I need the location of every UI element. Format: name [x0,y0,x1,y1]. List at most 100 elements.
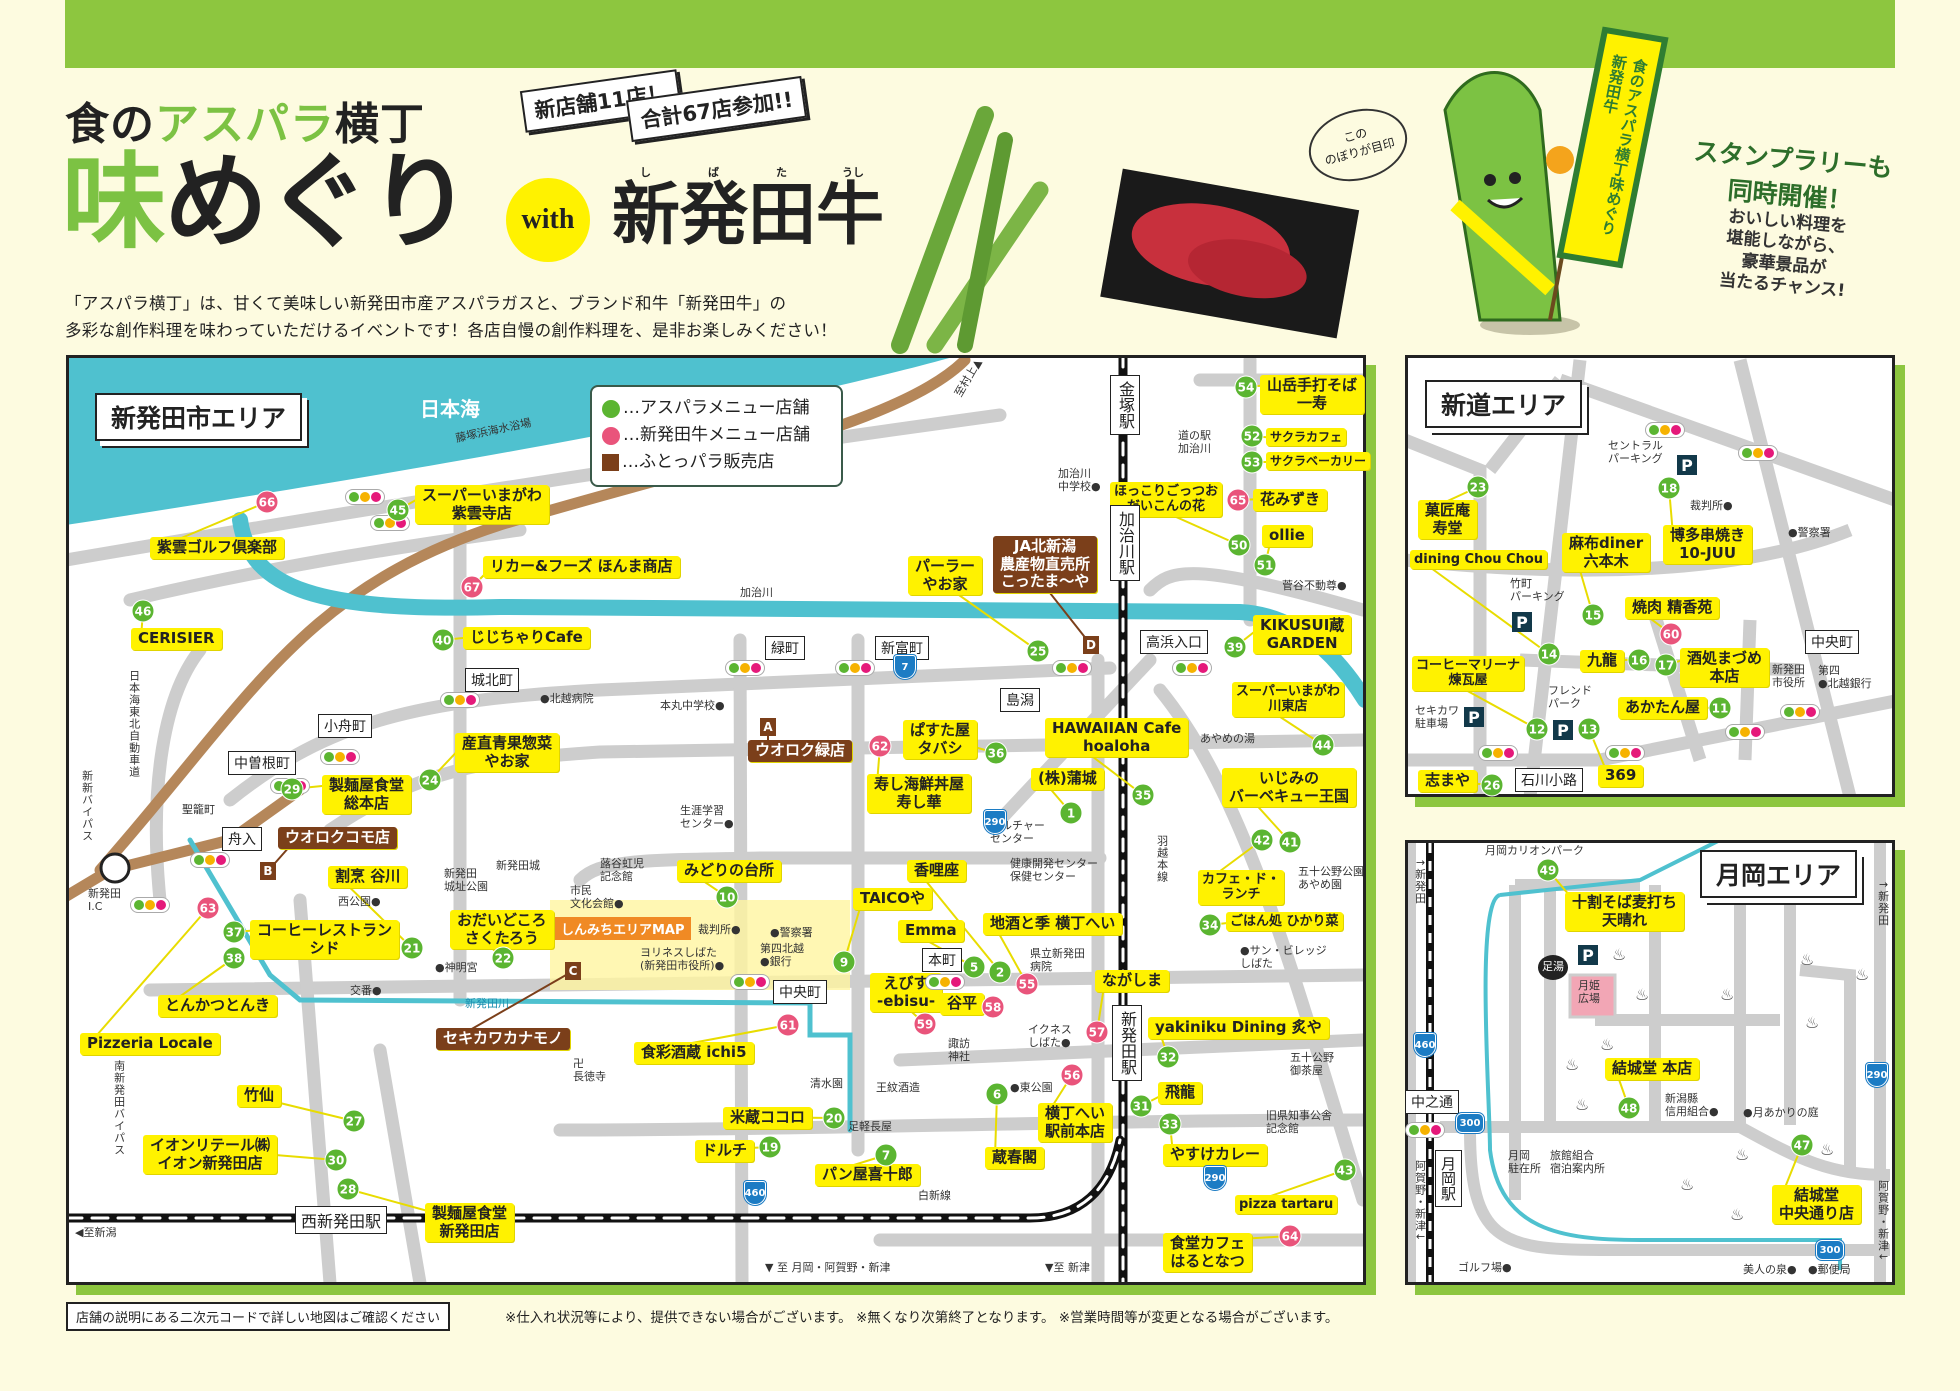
store-marker-37[interactable]: 37 [222,920,246,944]
store-marker-14[interactable]: 14 [1537,642,1561,666]
store-label-36[interactable]: ぱすた屋 タバシ [903,720,978,760]
futopara-shop-label[interactable]: JA北新潟 農産物直売所 こったま〜や [993,536,1098,594]
futopara-marker-B[interactable]: B [260,862,276,880]
store-marker-9[interactable]: 9 [832,950,856,974]
store-marker-30[interactable]: 30 [324,1148,348,1172]
store-marker-40[interactable]: 40 [431,628,455,652]
store-label-53[interactable]: サクラベーカリー [1266,452,1371,471]
store-marker-62[interactable]: 62 [868,734,892,758]
store-marker-49[interactable]: 49 [1536,858,1560,882]
store-marker-26[interactable]: 26 [1480,773,1504,797]
store-marker-52[interactable]: 52 [1240,424,1264,448]
store-label-5[interactable]: Emma [898,920,964,942]
store-label-30[interactable]: イオンリテール㈱ イオン新発田店 [143,1135,278,1175]
store-marker-13[interactable]: 13 [1577,717,1601,741]
store-label-21[interactable]: 割烹 谷川 [328,866,408,888]
store-label-37[interactable]: コーヒーレストラン シド [250,920,400,960]
store-marker-25[interactable]: 25 [1026,639,1050,663]
store-marker-42[interactable]: 42 [1250,828,1274,852]
store-marker-29[interactable]: 29 [280,777,304,801]
futopara-shop-label[interactable]: ウオロク緑店 [748,740,853,762]
store-label-24[interactable]: 産直青果惣菜 やお家 [455,733,560,773]
store-marker-61[interactable]: 61 [776,1013,800,1037]
store-label-44[interactable]: スーパーいまがわ 川東店 [1232,682,1344,717]
store-label-33[interactable]: やすけカレー [1163,1144,1268,1166]
store-marker-50[interactable]: 50 [1227,533,1251,557]
store-marker-67[interactable]: 67 [460,575,484,599]
store-marker-16[interactable]: 16 [1627,648,1651,672]
store-label-10[interactable]: みどりの台所 [677,860,782,882]
store-label-31[interactable]: 飛龍 [1158,1082,1203,1104]
store-label-52[interactable]: サクラカフェ [1266,428,1347,447]
store-marker-33[interactable]: 33 [1158,1112,1182,1136]
store-label-35[interactable]: HAWAIIAN Cafe hoaloha [1045,718,1189,758]
store-marker-43[interactable]: 43 [1333,1158,1357,1182]
store-marker-7[interactable]: 7 [874,1143,898,1167]
store-marker-47[interactable]: 47 [1790,1133,1814,1157]
store-label-22[interactable]: おだいどころ さくたろう [450,910,554,950]
store-marker-46[interactable]: 46 [131,599,155,623]
store-marker-15[interactable]: 15 [1581,603,1605,627]
store-label-15[interactable]: 麻布diner 六本木 [1562,533,1651,573]
store-marker-60[interactable]: 60 [1659,622,1683,646]
store-marker-56[interactable]: 56 [1060,1063,1084,1087]
store-label-56[interactable]: 横丁へい 駅前本店 [1038,1103,1113,1143]
store-label-26[interactable]: 志まや [1418,770,1478,792]
store-label-23[interactable]: 菓匠庵 寿堂 [1418,500,1478,540]
store-label-45[interactable]: スーパーいまがわ 紫雲寺店 [415,485,549,525]
store-marker-66[interactable]: 66 [255,490,279,514]
store-marker-44[interactable]: 44 [1311,733,1335,757]
store-label-2[interactable]: 香哩座 [907,860,967,882]
store-label-40[interactable]: じじちゃりCafe [463,627,590,649]
store-marker-23[interactable]: 23 [1466,475,1490,499]
store-label-61[interactable]: 食彩酒蔵 ichi5 [634,1042,754,1064]
store-label-19[interactable]: ドルチ [695,1140,755,1162]
store-label-47[interactable]: 結城堂 中央通り店 [1772,1185,1862,1225]
store-label-58[interactable]: 谷平 [940,993,985,1015]
store-label-62[interactable]: 寿し海鮮丼屋 寿し華 [867,774,972,814]
store-label-17[interactable]: 酒処まづめ 本店 [1680,648,1770,688]
store-label-34[interactable]: ごはん処 ひかり菜 [1226,912,1343,932]
store-label-57[interactable]: ながしま [1095,970,1170,992]
store-marker-18[interactable]: 18 [1657,476,1681,500]
store-label-20[interactable]: 米蔵ココロ [723,1107,813,1129]
store-label-65[interactable]: 花みずき [1253,489,1328,511]
store-label-43[interactable]: pizza tartaru [1235,1195,1338,1215]
store-marker-2[interactable]: 2 [988,960,1012,984]
store-marker-64[interactable]: 64 [1278,1224,1302,1248]
store-marker-53[interactable]: 53 [1240,450,1264,474]
store-label-46[interactable]: CERISIER [131,628,222,650]
store-marker-63[interactable]: 63 [196,896,220,920]
store-marker-57[interactable]: 57 [1085,1020,1109,1044]
store-marker-21[interactable]: 21 [400,936,424,960]
shinmichi-inset-label[interactable]: しんみちエリアMAP [555,917,691,940]
store-label-7[interactable]: パン屋喜十郎 [815,1164,920,1186]
store-marker-48[interactable]: 48 [1617,1096,1641,1120]
store-label-38[interactable]: とんかつとんき [158,995,278,1017]
store-marker-51[interactable]: 51 [1253,553,1277,577]
store-label-39[interactable]: KIKUSUI蔵 GARDEN [1253,615,1352,655]
store-label-51[interactable]: ollie [1262,525,1312,547]
store-label-42[interactable]: カフェ・ド・ ランチ [1198,870,1285,905]
store-marker-1[interactable]: 1 [1059,801,1083,825]
store-marker-6[interactable]: 6 [985,1082,1009,1106]
store-label-48[interactable]: 結城堂 本店 [1605,1058,1700,1080]
store-label-41[interactable]: いじみの バーベキュー王国 [1222,768,1357,808]
store-marker-27[interactable]: 27 [342,1109,366,1133]
store-label-25[interactable]: パーラー やお家 [908,556,983,596]
store-marker-32[interactable]: 32 [1156,1045,1180,1069]
store-marker-41[interactable]: 41 [1278,830,1302,854]
store-label-49[interactable]: 十割そば麦打ち 天晴れ [1565,892,1685,932]
futopara-marker-A[interactable]: A [760,718,776,736]
store-label-60[interactable]: 焼肉 精香苑 [1625,597,1720,619]
futopara-marker-C[interactable]: C [565,962,581,980]
futopara-marker-D[interactable]: D [1083,636,1099,654]
store-marker-31[interactable]: 31 [1129,1094,1153,1118]
store-label-28[interactable]: 製麺屋食堂 新発田店 [425,1203,515,1243]
store-label-11[interactable]: あかたん屋 [1618,697,1708,719]
store-label-13[interactable]: 369 [1598,765,1644,787]
store-marker-38[interactable]: 38 [222,946,246,970]
futopara-shop-label[interactable]: ウオロクコモ店 [278,827,398,849]
store-marker-24[interactable]: 24 [418,768,442,792]
store-marker-45[interactable]: 45 [386,498,410,522]
